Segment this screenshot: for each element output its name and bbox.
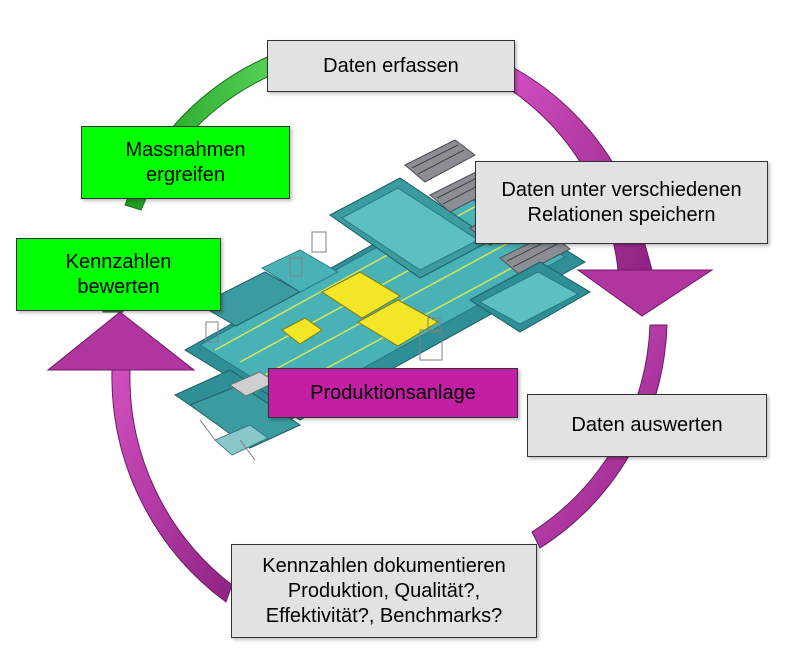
step-kennzahlen-bewerten-line-1: Kennzahlen [65,250,172,273]
step-daten-erfassen: Daten erfassen [267,40,515,92]
step-massnahmen-ergreifen-line-1: Massnahmen [125,138,246,161]
step-kennzahlen-bewerten: Kennzahlen bewerten [16,238,221,311]
magenta-arrowhead-left [46,311,196,371]
step-daten-speichern-line-1: Daten unter verschiedenen [501,178,742,201]
step-daten-auswerten-line-1: Daten auswerten [571,414,723,436]
step-daten-speichern-line-2: Relationen speichern [527,203,716,226]
center-label-text: Produktionsanlage [310,381,476,404]
step-kennzahlen-dokumentieren: Kennzahlen dokumentieren Produktion, Qua… [231,544,537,638]
step-daten-erfassen-line-1: Daten erfassen [323,54,459,77]
center-label-produktionsanlage: Produktionsanlage [268,368,518,418]
step-massnahmen-ergreifen: Massnahmen ergreifen [81,126,290,199]
step-kennzahlen-dokumentieren-line-2: Produktion, Qualität?, [287,579,481,602]
step-daten-auswerten: Daten auswerten [527,394,767,457]
production-line-illustration [173,139,591,461]
step-daten-speichern: Daten unter verschiedenen Relationen spe… [475,161,768,244]
step-kennzahlen-dokumentieren-line-1: Kennzahlen dokumentieren [262,554,506,577]
step-kennzahlen-dokumentieren-line-3: Effektivität?, Benchmarks? [265,604,503,627]
step-kennzahlen-bewerten-line-2: bewerten [77,275,160,298]
step-massnahmen-ergreifen-line-2: ergreifen [146,163,225,186]
magenta-arrowhead-right [576,269,714,317]
